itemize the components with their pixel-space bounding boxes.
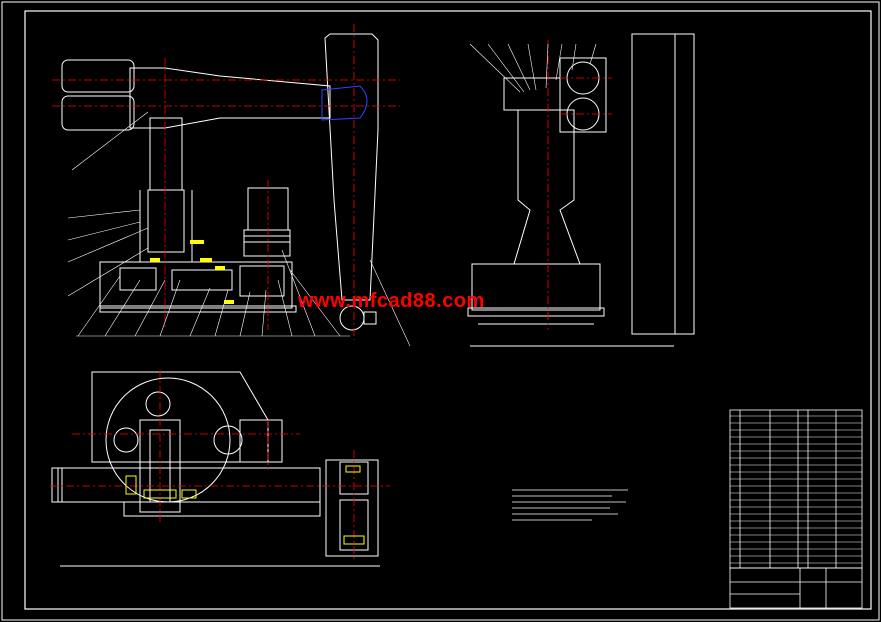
- inner-border: [24, 10, 872, 610]
- side-view-centerlines: [547, 40, 612, 330]
- side-view-leaders: [469, 43, 597, 93]
- front-view-centerlines: [52, 24, 400, 340]
- side-view: [467, 33, 695, 347]
- top-view-highlights: [125, 465, 365, 545]
- watermark: www.mfcad88.com: [298, 290, 485, 312]
- technical-notes: [512, 489, 628, 521]
- top-view-centerlines: [50, 370, 390, 560]
- front-view-dimensions: [150, 240, 234, 304]
- front-view-leaders: [67, 111, 411, 347]
- parts-list-rows: [730, 415, 862, 564]
- front-view: [61, 33, 379, 331]
- title-block: [729, 409, 863, 609]
- top-view: [51, 371, 380, 567]
